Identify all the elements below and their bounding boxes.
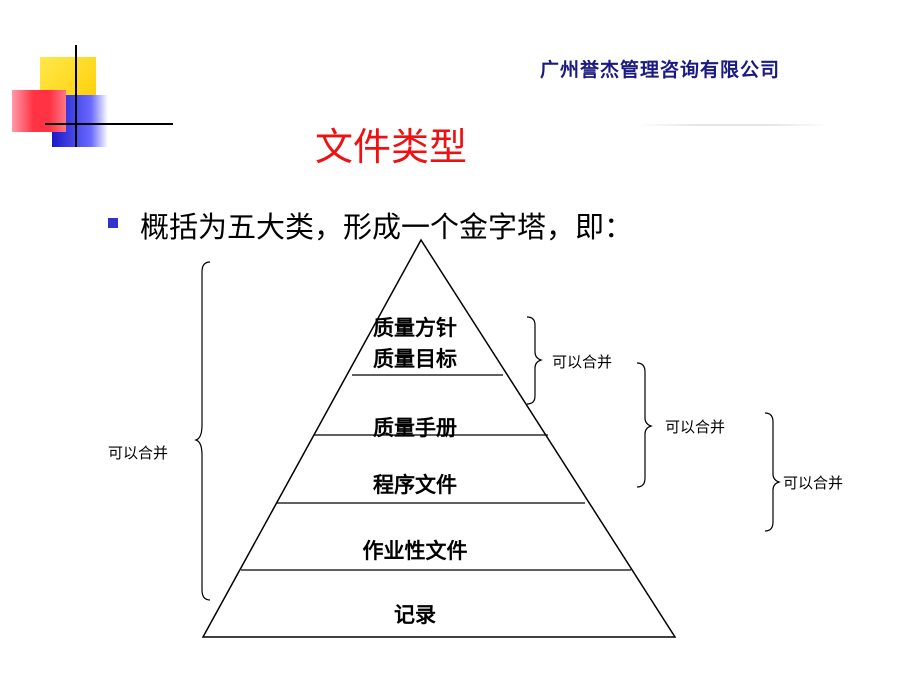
left-brace (194, 261, 211, 601)
merge-label-right-3: 可以合并 (783, 474, 844, 492)
right-brace-3 (764, 412, 781, 532)
level-label-quality-objectives: 质量目标 (373, 347, 457, 371)
deco-horizontal-line (45, 123, 173, 125)
level-label-quality-policy: 质量方针 (373, 316, 457, 340)
header-divider (638, 124, 828, 126)
pyramid-level-policy: 质量方针 质量目标 (250, 313, 580, 375)
merge-label-right-1: 可以合并 (552, 353, 613, 371)
right-brace-1 (526, 316, 543, 405)
merge-label-left: 可以合并 (108, 444, 169, 462)
pyramid-outline (201, 238, 677, 638)
merge-label-right-2: 可以合并 (665, 418, 726, 436)
pyramid-level-manual: 质量手册 (373, 416, 457, 440)
right-brace-2 (636, 362, 653, 488)
slide-title: 文件类型 (315, 125, 468, 169)
pyramid-level-procedures: 程序文件 (373, 473, 457, 497)
pyramid-level-records: 记录 (394, 603, 436, 627)
deco-red-square (12, 90, 66, 132)
bullet-marker (108, 218, 118, 228)
pyramid-level-work-instructions: 作业性文件 (362, 539, 468, 563)
company-name: 广州誉杰管理咨询有限公司 (539, 59, 780, 81)
bullet-text: 概括为五大类，形成一个金字塔，即： (140, 210, 634, 244)
deco-vertical-line (75, 45, 77, 147)
